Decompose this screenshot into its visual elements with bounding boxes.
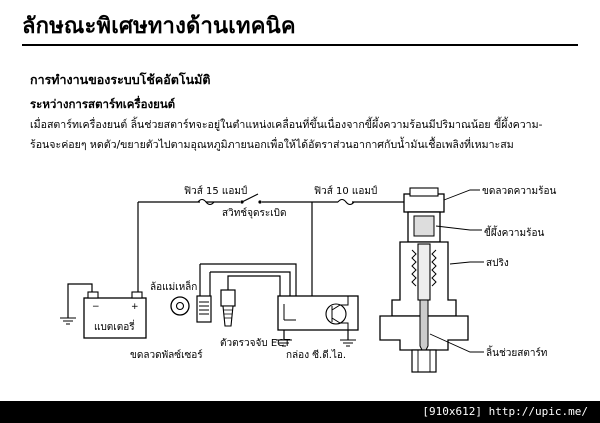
heater-coil-label: ขดลวดความร้อน xyxy=(482,185,556,197)
cdi-box-label: กล่อง ซี.ดี.ไอ. xyxy=(286,349,346,361)
page-title: ลักษณะพิเศษทางด้านเทคนิค xyxy=(22,14,296,39)
flywheel-label: ล้อแม่เหล็ก xyxy=(150,279,197,293)
body-text-line-2: ร้อนจะค่อยๆ หดตัว/ขยายตัวไปตามอุณหภูมิภา… xyxy=(30,139,514,151)
starter-valve-icon xyxy=(379,187,469,373)
battery-icon: − + xyxy=(83,291,147,339)
flywheel-icon xyxy=(170,296,190,316)
watermark: [910x612] http://upic.me/ xyxy=(0,401,600,423)
fuse-10a-label: ฟิวส์ 10 แอมป์ xyxy=(314,185,377,197)
starter-valve-label: ลิ้นช่วยสตาร์ท xyxy=(486,345,547,359)
thermo-wax-label: ขี้ผึ้งความร้อน xyxy=(484,225,544,239)
fuse-15a-label: ฟิวส์ 15 แอมป์ xyxy=(184,185,247,197)
pulser-coil-icon xyxy=(196,295,212,323)
svg-text:+: + xyxy=(131,302,139,312)
ignition-switch-icon xyxy=(240,193,262,206)
title-rule xyxy=(22,44,578,46)
cdi-box-icon xyxy=(277,295,359,331)
section-heading: การทำงานของระบบโช้คอัตโนมัติ xyxy=(30,72,211,87)
svg-text:−: − xyxy=(92,302,100,312)
ect-sensor-icon xyxy=(220,289,236,327)
fuse-10a-icon xyxy=(337,198,355,206)
body-text-line-1: เมื่อสตาร์ทเครื่องยนต์ ลิ้นช่วยสตาร์ทจะอ… xyxy=(30,119,543,131)
ignition-switch-label: สวิทช์จุดระเบิด xyxy=(222,207,286,219)
subheading: ระหว่างการสตาร์ทเครื่องยนต์ xyxy=(30,97,176,111)
battery-label: แบตเตอรี่ xyxy=(94,319,135,333)
spring-label: สปริง xyxy=(486,258,509,269)
pulser-coil-label: ขดลวดพัลซ์เซอร์ xyxy=(130,349,203,361)
ground-icon xyxy=(60,317,356,347)
ect-sensor-label: ตัวตรวจจับ ECT xyxy=(220,338,291,349)
fuse-15a-icon xyxy=(197,198,215,206)
